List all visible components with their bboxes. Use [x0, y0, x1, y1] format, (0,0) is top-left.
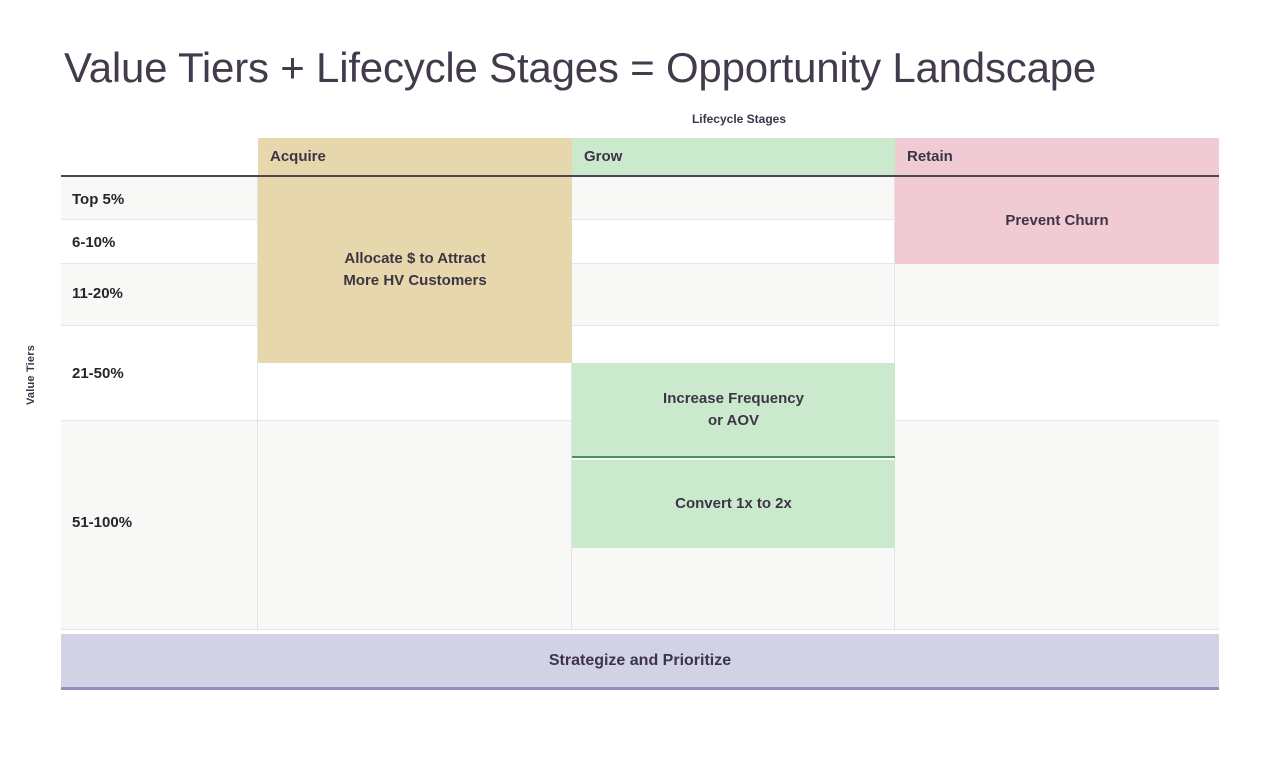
opportunity-block-grow-frequency[interactable]: Increase Frequency or AOV [572, 363, 895, 458]
row-label-6-10: 6-10% [72, 234, 116, 251]
y-axis-label: Value Tiers [25, 344, 37, 406]
column-divider-1 [257, 177, 258, 630]
header-divider [61, 175, 1219, 177]
matrix-header-row: Acquire Grow Retain [61, 138, 1219, 175]
column-header-grow[interactable]: Grow [572, 138, 895, 175]
row-label-top-5: Top 5% [72, 191, 125, 208]
page-title: Value Tiers + Lifecycle Stages = Opportu… [64, 44, 1097, 91]
row-label-21-50: 21-50% [72, 365, 124, 382]
grow-block-1-line1: Increase Frequency [663, 389, 804, 407]
column-header-acquire[interactable]: Acquire [258, 138, 572, 175]
opportunity-matrix: Acquire Grow Retain Top 5% 6-10% 11-20% … [61, 138, 1219, 630]
row-label-51-100: 51-100% [72, 514, 133, 531]
acquire-block-line2: More HV Customers [343, 272, 487, 289]
table-row[interactable] [61, 264, 1219, 326]
column-divider-2 [571, 177, 572, 630]
column-header-retain[interactable]: Retain [895, 138, 1219, 175]
opportunity-block-acquire[interactable]: Allocate $ to Attract More HV Customers [258, 177, 572, 363]
x-axis-label: Lifecycle Stages [691, 112, 787, 126]
grow-block-2-line1: Convert 1x to 2x [675, 495, 792, 513]
column-header-acquire-label: Acquire [270, 148, 326, 165]
retain-block-line1: Prevent Churn [1005, 211, 1109, 229]
grow-block-1-line2: or AOV [707, 411, 760, 429]
opportunity-block-retain[interactable]: Prevent Churn [895, 177, 1219, 264]
column-header-grow-label: Grow [584, 148, 623, 165]
column-header-retain-label: Retain [907, 148, 953, 165]
opportunity-block-grow-convert[interactable]: Convert 1x to 2x [572, 460, 895, 548]
matrix-body: Top 5% 6-10% 11-20% 21-50% 51-100% Alloc… [61, 177, 1219, 630]
row-label-11-20: 11-20% [72, 285, 123, 302]
footer-label: Strategize and Prioritize [548, 651, 732, 669]
acquire-block-line1: Allocate $ to Attract [344, 250, 486, 268]
footer-strategize-bar[interactable]: Strategize and Prioritize [61, 634, 1219, 690]
